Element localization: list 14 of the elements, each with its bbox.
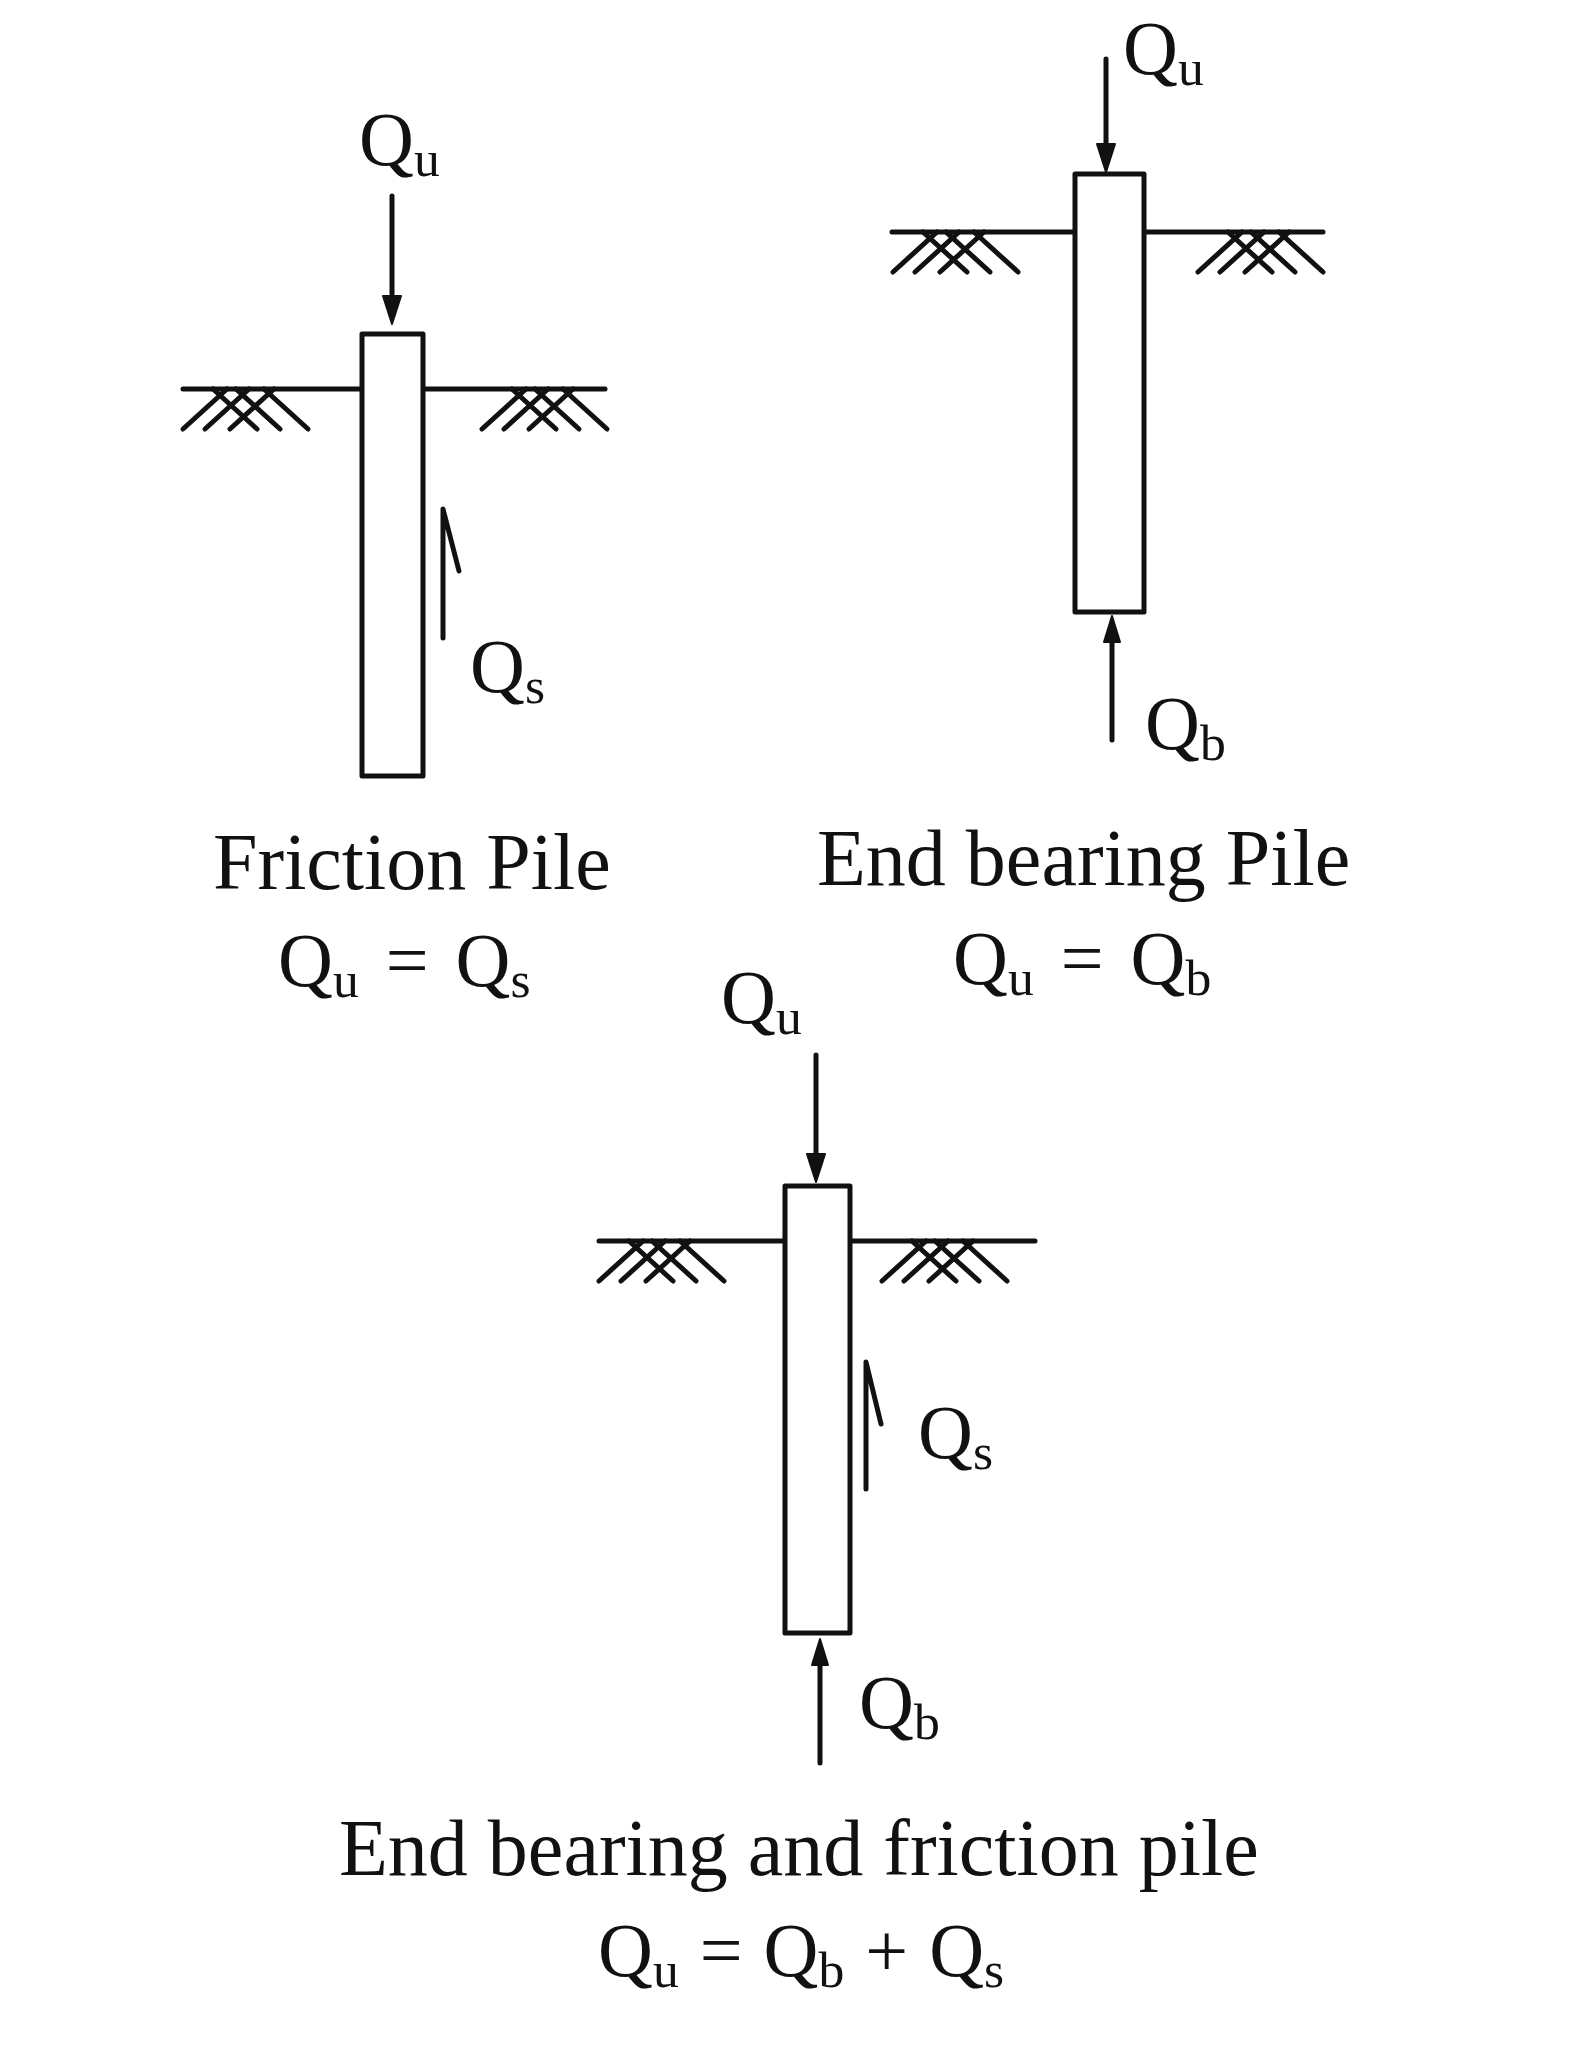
pile-shaft — [359, 331, 426, 779]
force-label: Q$_{u}$ — [359, 101, 440, 177]
force-label: Q$_{b}$ — [859, 1664, 940, 1740]
pile-shaft — [1072, 171, 1147, 615]
pile-caption: Friction Pile — [213, 822, 611, 902]
force-label: Q$_{u}$ — [1123, 10, 1204, 86]
equation: Q$_{u}$ = Q$_{s}$ — [278, 922, 531, 998]
equation: Q$_{u}$ = Q$_{b}$ — [953, 920, 1212, 996]
force-label: Q$_{b}$ — [1145, 685, 1226, 761]
force-label: Q$_{u}$ — [721, 959, 802, 1035]
force-label: Q$_{s}$ — [918, 1394, 993, 1470]
pile-shaft — [782, 1183, 853, 1636]
force-label: Q$_{s}$ — [470, 628, 545, 704]
equation: Q$_{u}$ = Q$_{b}$ + Q$_{s}$ — [598, 1912, 1005, 1988]
